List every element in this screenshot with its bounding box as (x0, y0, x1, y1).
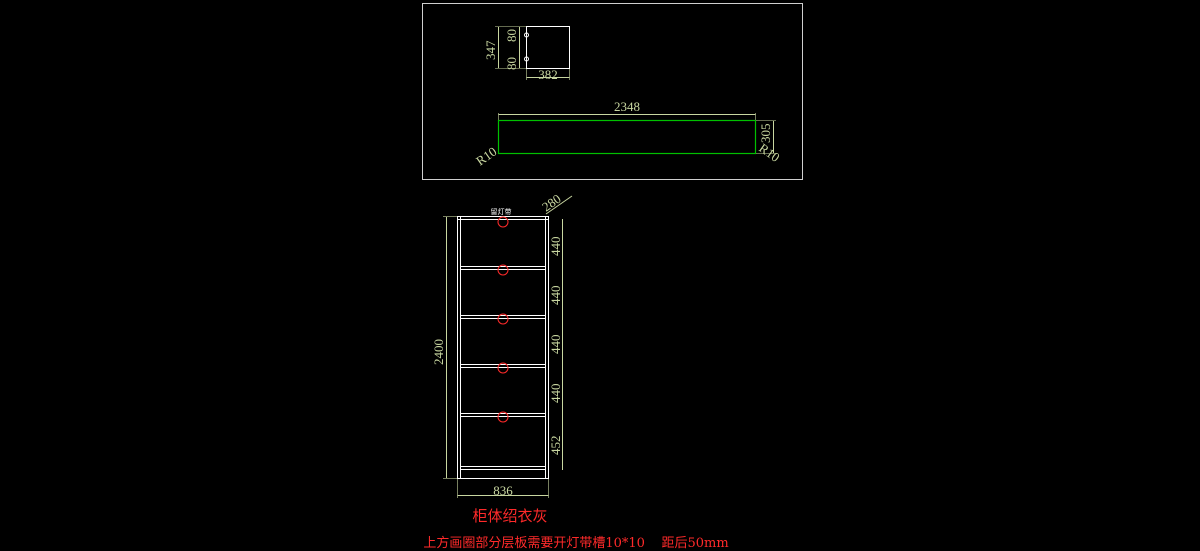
small-part-hole-bottom (524, 56, 529, 62)
light-strip-marker (497, 411, 509, 423)
light-strip-marker (497, 264, 509, 276)
long-board-length-label: 2348 (614, 99, 640, 114)
depth-dimline (545, 195, 573, 215)
cabinet-elevation: 留灯带 280 2400 440 440 440 440 452 836 (431, 191, 573, 498)
small-part-hole-top (524, 32, 529, 38)
detail-panel-frame (422, 3, 803, 180)
small-part-lower-offset-label: 80 (504, 57, 519, 70)
small-part-width-label: 382 (538, 67, 558, 82)
cabinet-outline (457, 216, 549, 479)
light-strip-tag: 留灯带 (491, 207, 512, 216)
small-part-height-label: 347 (483, 40, 498, 60)
material-caption: 柜体绍衣灰 (472, 507, 547, 525)
long-board: 2348 305 R10 R10 (473, 99, 783, 168)
shelf (460, 266, 546, 270)
cabinet-depth-label: 280 (539, 191, 564, 214)
long-board-outline (497, 119, 757, 155)
small-part: 347 80 80 382 (483, 26, 570, 82)
shelf-spacing-label: 440 (548, 384, 563, 404)
bottom-shelf (460, 466, 546, 470)
light-strip-marker (497, 362, 509, 374)
shelf-spacing-label: 440 (548, 335, 563, 355)
shelf (460, 315, 546, 319)
shelf (460, 364, 546, 368)
light-strip-marker (497, 313, 509, 325)
shelf-spacing-label: 452 (548, 436, 563, 456)
long-board-depth-label: 305 (758, 124, 773, 144)
long-board-left-radius-label: R10 (473, 144, 499, 169)
cabinet-width-label: 836 (493, 483, 513, 498)
instruction-caption: 上方画圈部分层板需要开灯带槽10*10 距后50mm (423, 535, 728, 551)
shelf-spacing-label: 440 (548, 286, 563, 306)
small-part-upper-offset-label: 80 (504, 29, 519, 42)
cabinet-height-label: 2400 (431, 339, 446, 365)
small-part-outline (526, 26, 570, 69)
shelf-spacing-label: 440 (548, 237, 563, 257)
light-strip-marker (497, 216, 509, 228)
shelf (460, 413, 546, 417)
